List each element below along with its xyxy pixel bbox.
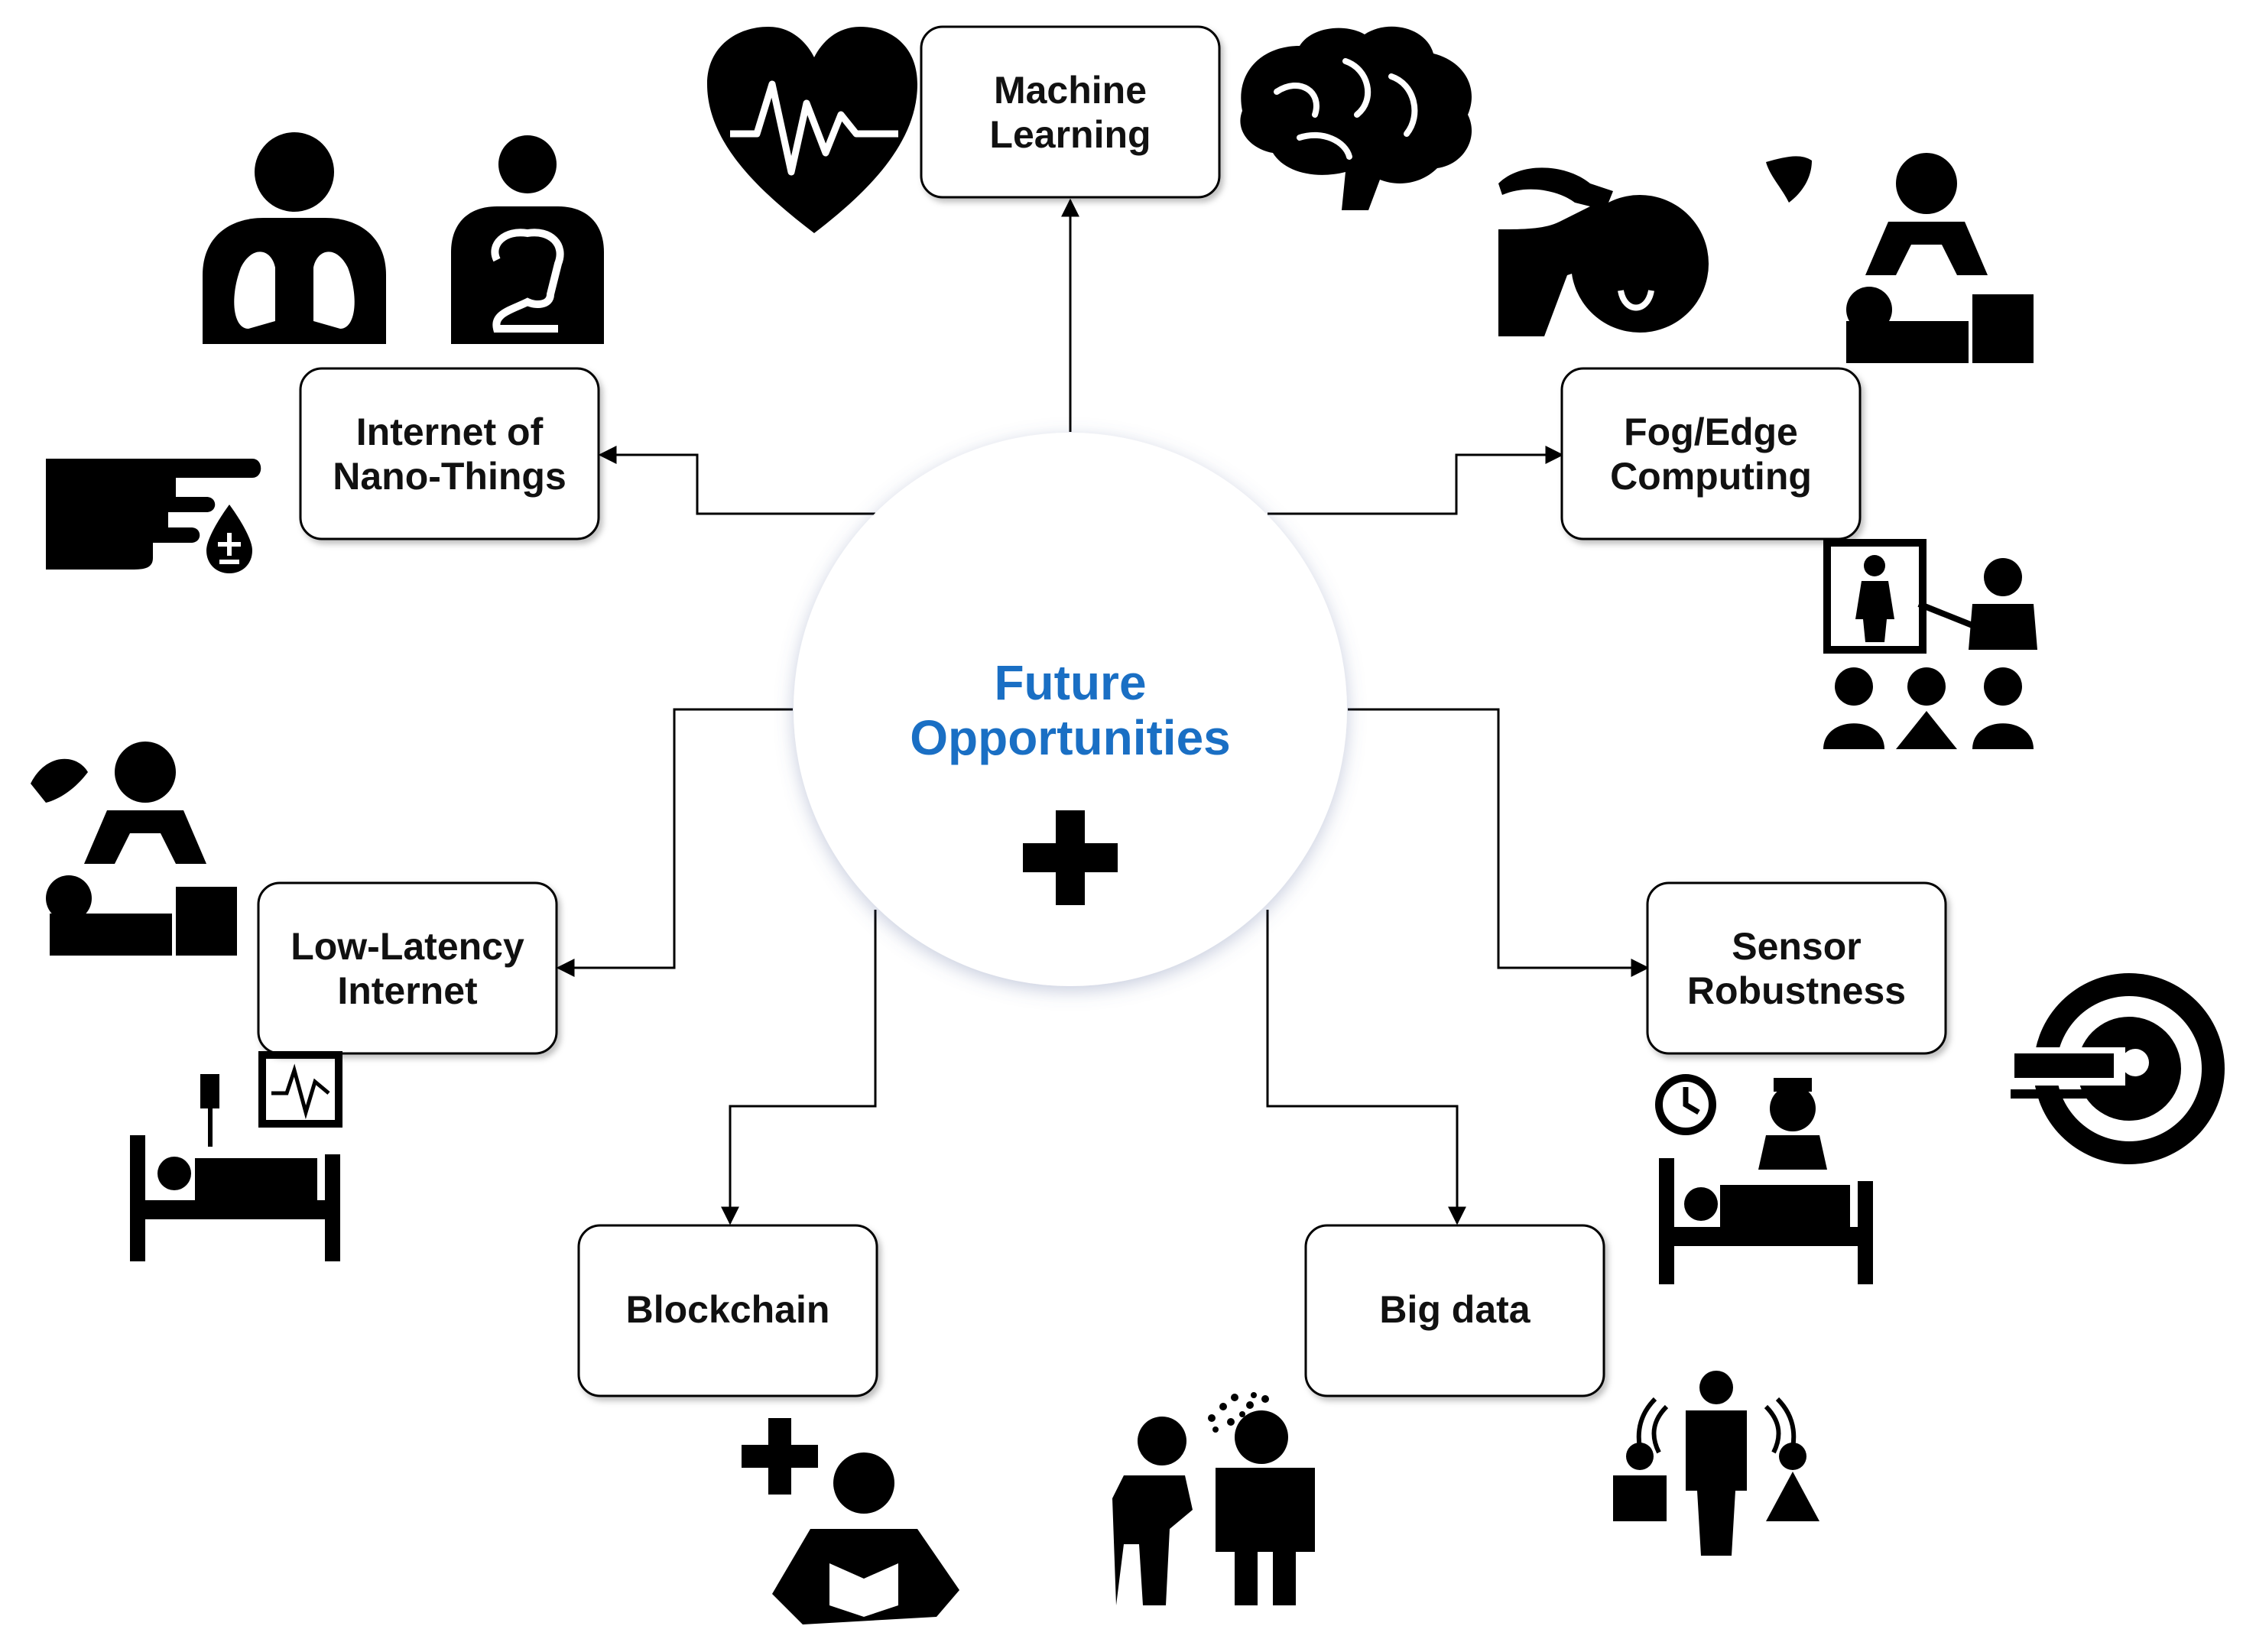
connector-iont <box>598 446 875 515</box>
node-label: Blockchain <box>626 1288 830 1331</box>
node-label: Computing <box>1610 455 1812 498</box>
finger-blood-drop-icon <box>46 459 261 573</box>
node-label: Internet <box>337 969 478 1012</box>
sneeze-spread-icon <box>1112 1392 1315 1605</box>
doctor-reading-icon <box>742 1418 959 1624</box>
connector-blockchain <box>721 910 877 1225</box>
node-label: Fog/Edge <box>1624 411 1798 453</box>
connector-big-data <box>1266 910 1466 1225</box>
node-big-data[interactable]: Big data <box>1304 1224 1605 1397</box>
node-blockchain[interactable]: Blockchain <box>577 1224 878 1397</box>
node-label: Robustness <box>1687 969 1906 1012</box>
hub-title-line1: Future <box>994 655 1146 710</box>
hub-title-line2: Opportunities <box>910 710 1231 765</box>
connectors <box>556 198 1650 1225</box>
node-label: Sensor <box>1732 925 1862 968</box>
node-label: Low-Latency <box>291 925 524 968</box>
medical-cross-icon <box>1023 810 1118 905</box>
node-fog-edge[interactable]: Fog/Edge Computing <box>1560 367 1862 540</box>
node-label: Nano-Things <box>333 455 566 498</box>
lungs-patient-icon <box>203 132 386 344</box>
doctor-presentation-icon <box>1823 539 2037 749</box>
ultrasound-probe-icon <box>1498 167 1709 336</box>
node-label: Learning <box>989 113 1151 156</box>
node-sensor[interactable]: Sensor Robustness <box>1646 881 1947 1055</box>
node-iont[interactable]: Internet of Nano-Things <box>299 367 600 540</box>
hub-circle <box>794 433 1347 986</box>
hub: Future Opportunities <box>794 433 1347 986</box>
brain-icon <box>1240 26 1472 210</box>
mri-scanner-icon <box>2011 973 2225 1164</box>
node-label: Big data <box>1379 1288 1530 1331</box>
node-label: Internet of <box>356 411 544 453</box>
connector-low-latency <box>556 708 793 977</box>
connector-fog-edge <box>1268 446 1564 515</box>
family-doctor-icon <box>1613 1371 1819 1556</box>
surgeon-operating-icon <box>1766 153 2034 363</box>
surgeon-operating-icon <box>31 742 237 956</box>
node-machine-learning[interactable]: Machine Learning <box>920 25 1221 199</box>
digestive-system-icon <box>451 135 604 344</box>
hospital-bed-monitor-icon <box>130 1051 342 1261</box>
node-low-latency[interactable]: Low-Latency Internet <box>257 881 558 1055</box>
node-label: Machine <box>994 69 1147 112</box>
connector-sensor <box>1348 708 1650 977</box>
nurse-patient-bed-icon <box>1655 1074 1873 1284</box>
heartbeat-icon <box>707 27 917 233</box>
